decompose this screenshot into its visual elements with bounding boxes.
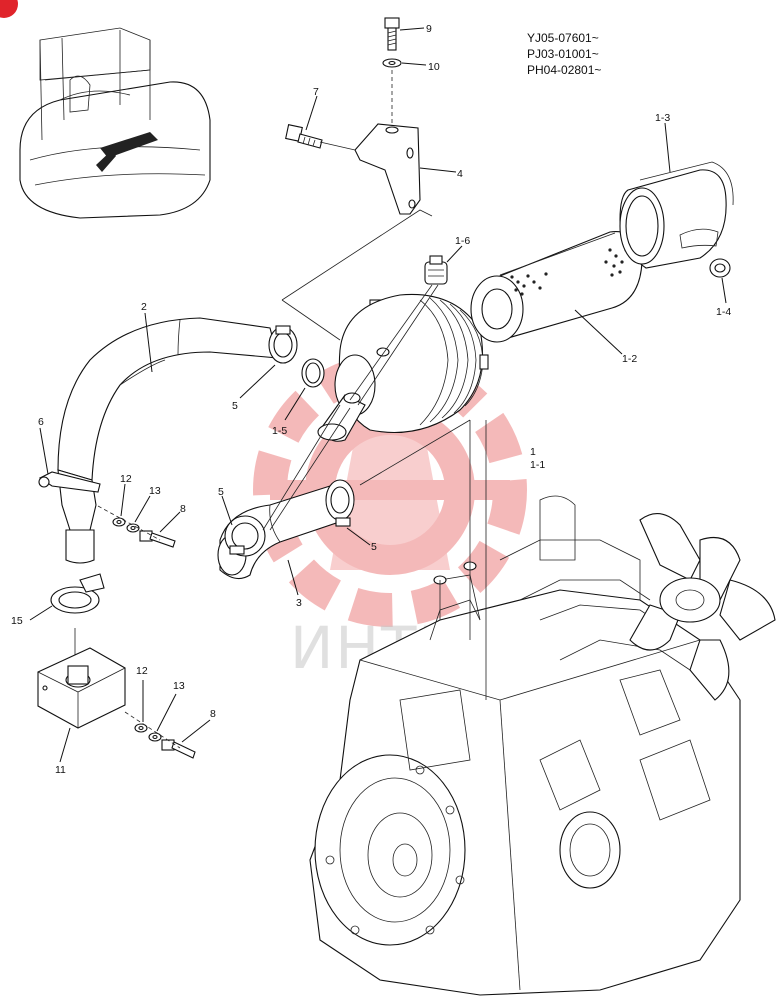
callout-12-lower: 12 bbox=[136, 665, 148, 677]
callout-9: 9 bbox=[426, 23, 432, 35]
machine-inset bbox=[19, 27, 211, 219]
bolt-part-7 bbox=[285, 124, 323, 149]
callout-8-lower: 8 bbox=[210, 708, 216, 720]
callout-1-4: 1-4 bbox=[716, 306, 731, 318]
clamp-part-5-upper bbox=[268, 325, 298, 364]
washer-part-13-upper bbox=[126, 523, 140, 533]
callout-1: 1 bbox=[530, 446, 536, 458]
callout-6: 6 bbox=[38, 416, 44, 428]
callout-2: 2 bbox=[141, 301, 147, 313]
callout-15: 15 bbox=[11, 615, 23, 627]
callout-12-upper: 12 bbox=[120, 473, 132, 485]
callout-5-right: 5 bbox=[371, 541, 377, 553]
callout-1-6: 1-6 bbox=[455, 235, 470, 247]
clamp-part-5-lower-left bbox=[224, 515, 266, 557]
callout-8-upper: 8 bbox=[180, 503, 186, 515]
callout-3: 3 bbox=[296, 597, 302, 609]
washer-part-13-lower bbox=[148, 732, 162, 742]
callout-1-2: 1-2 bbox=[622, 353, 637, 365]
callout-10: 10 bbox=[428, 61, 440, 73]
bracket-part-4 bbox=[354, 123, 421, 215]
clamp-part-5-lower-right bbox=[325, 479, 355, 527]
pipe-part-15 bbox=[50, 573, 105, 614]
valve-part-1-4 bbox=[709, 258, 731, 278]
serial-number-3: PH04-02801~ bbox=[527, 63, 601, 77]
callout-5-upper: 5 bbox=[232, 400, 238, 412]
cooling-fan bbox=[629, 513, 776, 701]
callout-13-upper: 13 bbox=[149, 485, 161, 497]
dust-indicator-part-1-6 bbox=[424, 255, 448, 285]
bolt-part-8-upper bbox=[139, 530, 176, 548]
bolt-part-9 bbox=[384, 17, 400, 51]
o-ring-part-1-5 bbox=[301, 358, 325, 388]
air-cleaner-cap-1-3 bbox=[619, 161, 734, 269]
callout-5-left: 5 bbox=[218, 486, 224, 498]
callout-labels: 9 10 7 4 1-3 1-6 1-4 2 1-2 5 1-5 6 1 1-1… bbox=[11, 23, 731, 776]
serial-number-2: PJ03-01001~ bbox=[527, 47, 599, 61]
callout-1-1: 1-1 bbox=[530, 459, 545, 471]
corner-badge bbox=[0, 0, 18, 18]
air-filter-element-1-2 bbox=[470, 231, 643, 343]
callout-7: 7 bbox=[313, 86, 319, 98]
callout-1-5: 1-5 bbox=[272, 425, 287, 437]
washer-part-10 bbox=[382, 58, 402, 68]
callout-13-lower: 13 bbox=[173, 680, 185, 692]
washer-part-12-lower bbox=[134, 723, 148, 733]
engine-assembly bbox=[309, 495, 741, 996]
washer-part-12-upper bbox=[112, 517, 126, 527]
band-part-6 bbox=[38, 471, 101, 493]
callout-11: 11 bbox=[55, 764, 66, 776]
callout-4: 4 bbox=[457, 168, 463, 180]
bolt-part-8-lower bbox=[161, 739, 196, 759]
air-cleaner-body-1 bbox=[317, 293, 489, 442]
bracket-part-11 bbox=[37, 647, 126, 729]
callout-1-3: 1-3 bbox=[655, 112, 670, 124]
serial-number-1: YJ05-07601~ bbox=[527, 31, 599, 45]
